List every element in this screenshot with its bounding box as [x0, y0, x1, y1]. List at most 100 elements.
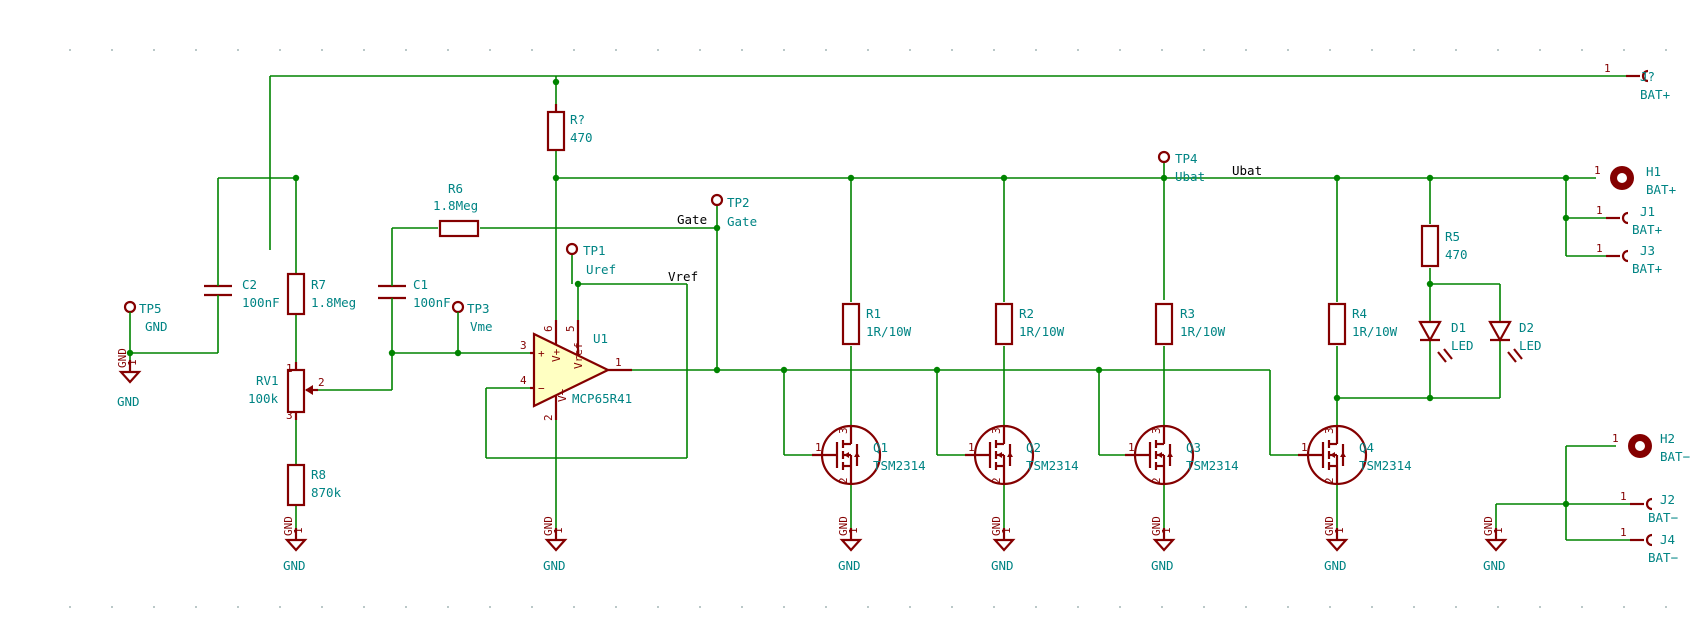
mosfet-q4[interactable]: 1 2 3 Q4 TSM2314: [1298, 424, 1412, 486]
q3-pin-drain: 3: [1150, 427, 1163, 434]
j3-ref: J3: [1640, 243, 1655, 258]
gnd-pin-num: 1: [1160, 527, 1173, 534]
opamp-u1[interactable]: + − V+ V− Vref 1 2 3 4 5 6 U1 MCP65R41: [520, 320, 632, 421]
resistor-r4[interactable]: R4 1R/10W: [1327, 302, 1398, 346]
gnd-label: GND: [1324, 558, 1347, 573]
resistor-r6[interactable]: R6 1.8Meg: [433, 181, 480, 238]
r1-ref: R1: [866, 306, 881, 321]
gnd-pin-name: GND: [1482, 516, 1495, 536]
testpoint-tp5[interactable]: TP5 GND: [123, 300, 168, 334]
j1-ref: J1: [1640, 204, 1655, 219]
led-d1[interactable]: D1 LED: [1418, 320, 1474, 363]
u1-pin5: 5: [564, 325, 577, 332]
gnd-pin-name: GND: [116, 348, 129, 368]
mosfet-q3[interactable]: 1 2 3 Q3 TSM2314: [1125, 424, 1239, 486]
connector-j3[interactable]: 1 J3 BAT+: [1596, 242, 1662, 276]
q4-ref: Q4: [1359, 440, 1374, 455]
d1-value: LED: [1451, 338, 1474, 353]
r6-value: 1.8Meg: [433, 198, 478, 213]
q3-pin-gate: 1: [1128, 441, 1135, 454]
gnd-symbol-q2: GND 1 GND: [990, 516, 1016, 573]
u1-value: MCP65R41: [572, 391, 632, 406]
gnd-label: GND: [1151, 558, 1174, 573]
j4-ref: J4: [1660, 532, 1675, 547]
gnd-label: GND: [283, 558, 306, 573]
d1-ref: D1: [1451, 320, 1466, 335]
grid-dots: [69, 49, 1667, 608]
led-d2[interactable]: D2 LED: [1488, 320, 1542, 363]
u1-pin2: 2: [542, 414, 555, 421]
resistor-r2[interactable]: R2 1R/10W: [994, 302, 1065, 346]
r5-value: 470: [1445, 247, 1468, 262]
tp1-value: Uref: [586, 262, 616, 277]
tp4-value: Ubat: [1175, 169, 1205, 184]
j4-value: BAT−: [1648, 550, 1678, 565]
gnd-pin-num: 1: [126, 359, 139, 366]
testpoint-tp1[interactable]: TP1 Uref: [565, 242, 616, 277]
capacitor-c2[interactable]: C2 100nF: [204, 272, 280, 310]
u1-vplus: V+: [550, 348, 563, 362]
c1-value: 100nF: [413, 295, 451, 310]
gnd-pin-num: 1: [847, 527, 860, 534]
connector-j2[interactable]: 1 J2 BAT−: [1620, 490, 1678, 525]
junctions: [126, 78, 1570, 508]
q1-ref: Q1: [873, 440, 888, 455]
gnd-symbol-r8: GND 1 GND: [282, 516, 308, 573]
mounting-hole-h1[interactable]: 1 H1 BAT+: [1594, 164, 1676, 197]
testpoint-tp2[interactable]: TP2 Gate: [710, 193, 757, 229]
tp3-ref: TP3: [467, 301, 490, 316]
mounting-hole-h2[interactable]: 1 H2 BAT−: [1612, 431, 1690, 464]
gnd-label: GND: [117, 394, 140, 409]
q4-pin-drain: 3: [1323, 427, 1336, 434]
resistor-r1[interactable]: R1 1R/10W: [841, 302, 912, 346]
r-top-ref: R?: [570, 112, 585, 127]
j2-ref: J2: [1660, 492, 1675, 507]
connector-j4[interactable]: 1 J4 BAT−: [1620, 526, 1678, 565]
q3-value: TSM2314: [1186, 458, 1239, 473]
gnd-pin-name: GND: [282, 516, 295, 536]
resistor-r3[interactable]: R3 1R/10W: [1154, 302, 1226, 346]
u1-pin3: 3: [520, 339, 527, 352]
testpoint-tp4[interactable]: TP4 Ubat: [1157, 150, 1205, 184]
d2-value: LED: [1519, 338, 1542, 353]
q2-value: TSM2314: [1026, 458, 1079, 473]
r7-value: 1.8Meg: [311, 295, 356, 310]
h2-ref: H2: [1660, 431, 1675, 446]
potentiometer-rv1[interactable]: 1 2 3 RV1 100k: [248, 362, 325, 422]
mosfet-q1[interactable]: 1 2 3 Q1 TSM2314: [812, 424, 926, 486]
q1-pin-source: 2: [837, 477, 850, 484]
q2-ref: Q2: [1026, 440, 1041, 455]
capacitor-c1[interactable]: C1 100nF: [378, 277, 451, 310]
resistor-r5[interactable]: R5 470: [1420, 224, 1468, 268]
r3-value: 1R/10W: [1180, 324, 1226, 339]
resistor-r-top[interactable]: R? 470: [546, 104, 593, 152]
j-top-ref: J?: [1640, 69, 1655, 84]
r4-ref: R4: [1352, 306, 1367, 321]
q4-pin-source: 2: [1323, 477, 1336, 484]
net-label-gate: Gate: [677, 212, 707, 227]
c2-ref: C2: [242, 277, 257, 292]
r8-ref: R8: [311, 467, 326, 482]
h1-ref: H1: [1646, 164, 1661, 179]
connector-j1[interactable]: 1 J1 BAT+: [1596, 204, 1662, 237]
q2-pin-source: 2: [990, 477, 1003, 484]
h1-pin: 1: [1594, 164, 1601, 177]
rv1-ref: RV1: [256, 373, 279, 388]
resistor-r8[interactable]: R8 870k: [286, 463, 342, 507]
tp5-value: GND: [145, 319, 168, 334]
gnd-pin-name: GND: [542, 516, 555, 536]
gnd-label: GND: [543, 558, 566, 573]
testpoint-tp3[interactable]: TP3 Vme: [451, 300, 493, 334]
gnd-symbol-q4: GND 1 GND: [1323, 516, 1349, 573]
tp5-ref: TP5: [139, 301, 162, 316]
q3-ref: Q3: [1186, 440, 1201, 455]
r8-value: 870k: [311, 485, 342, 500]
mosfet-q2[interactable]: 1 2 3 Q2 TSM2314: [965, 424, 1079, 486]
gnd-symbol-u1: GND 1 GND: [542, 516, 568, 573]
u1-vminus: V−: [556, 388, 569, 402]
connector-j-top[interactable]: 1 J? BAT+: [1604, 62, 1670, 102]
h2-value: BAT−: [1660, 449, 1690, 464]
resistor-r7[interactable]: R7 1.8Meg: [286, 272, 356, 316]
tp3-value: Vme: [470, 319, 493, 334]
rv1-pin1: 1: [286, 362, 293, 375]
